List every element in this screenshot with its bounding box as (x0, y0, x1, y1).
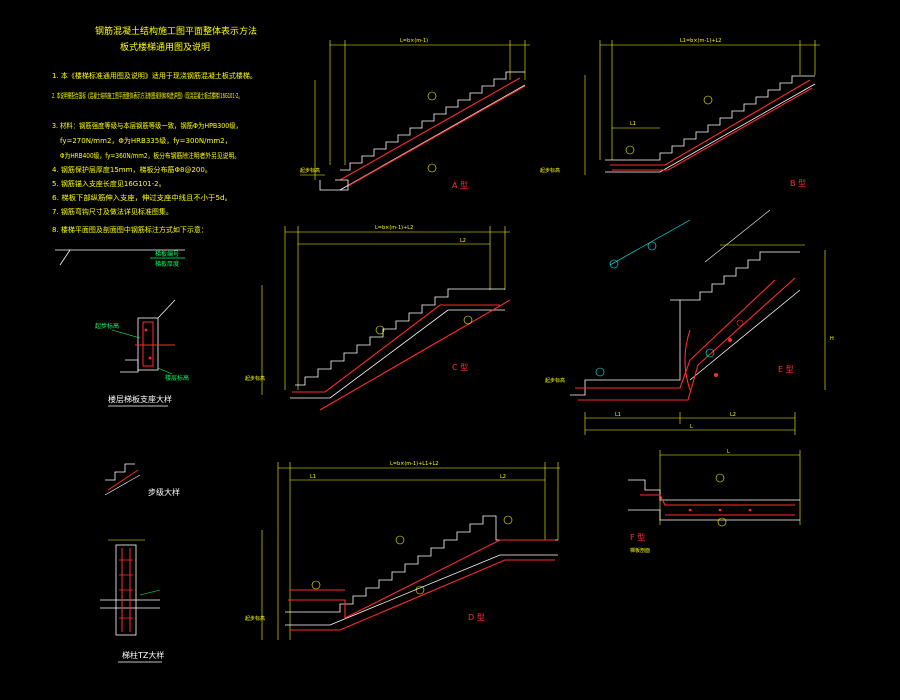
stair-type-a: L=b×(m-1) 起步标高 A 型 (300, 38, 530, 191)
stair-a-start-level: 起步标高 (300, 167, 320, 174)
stair-type-e: H L1 L2 L 起步标高 E 型 (545, 209, 834, 435)
stair-e-dim-l: L (690, 424, 693, 430)
note-line: 6. 梯板下部纵筋伸入支座，伸过支座中线且不小于5d。 (52, 193, 232, 202)
note-line: 1. 本《楼梯标准通用图及说明》适用于现浇钢筋混凝土板式楼梯。 (52, 71, 257, 80)
legend-label: 梯板编号 (155, 250, 179, 258)
note-line: 3. 材料：钢筋强度等级与本层钢筋等级一致，钢筋Φ为HPB300级， (52, 121, 242, 130)
stair-d-dim-l1: L1 (310, 474, 316, 480)
support-detail-caption: 楼层梯板支座大样 (108, 394, 172, 404)
drawing-title-block: 钢筋混凝土结构施工图平面整体表示方法 板式楼梯通用图及说明 (95, 25, 257, 53)
stair-b-label: B 型 (790, 179, 806, 188)
stair-d-dim-l2: L2 (500, 474, 506, 480)
legend-sub: 梯板厚度 (155, 260, 179, 268)
stair-c-label: C 型 (452, 363, 468, 372)
stair-f-top-dim: L (727, 449, 730, 455)
tz-column-detail: 梯柱TZ大样 (100, 539, 164, 663)
stair-type-b: L1=b×(m-1)+L2 L1 起步标高 B 型 (540, 38, 820, 188)
stair-d-label: D 型 (468, 613, 485, 622)
support-detail: 起步标高 楼层标高 楼层梯板支座大样 (95, 299, 189, 407)
stair-f-label: F 型 (630, 533, 645, 542)
stair-b-top-dim: L1=b×(m-1)+L2 (680, 38, 721, 44)
floor-level-label: 楼层标高 (165, 374, 189, 382)
note-line: fy=270N/mm2，Φ为HRB335级，fy=300N/mm2， (60, 136, 232, 145)
stair-c-dim-l2: L2 (460, 238, 466, 244)
stair-e-label: E 型 (778, 365, 794, 374)
stair-e-dim-h: H (830, 336, 834, 342)
stair-e-start-level: 起步标高 (545, 377, 565, 384)
note-line: 2. 本说明需配合国标《混凝土结构施工图平面整体表示方法制图规则和构造详图》(现… (52, 91, 242, 100)
stair-c-start-level: 起步标高 (245, 375, 265, 382)
step-detail: 步级大样 (104, 463, 180, 497)
note-line: 4. 钢筋保护层厚度15mm，梯板分布筋Φ8@200。 (52, 165, 212, 174)
stair-a-top-dim: L=b×(m-1) (400, 38, 428, 44)
stair-b-start-level: 起步标高 (540, 167, 560, 174)
stair-d-top-dim: L=b×(m-1)+L1+L2 (390, 461, 438, 467)
stair-d-start-level: 起步标高 (245, 615, 265, 622)
drawing-title-line2: 板式楼梯通用图及说明 (120, 41, 210, 53)
stair-a-label: A 型 (452, 181, 468, 190)
start-level-label: 起步标高 (95, 322, 119, 330)
general-notes: 1. 本《楼梯标准通用图及说明》适用于现浇钢筋混凝土板式楼梯。 2. 本说明需配… (52, 71, 257, 234)
note-line: 5. 钢筋锚入支座长度见16G101-2。 (52, 179, 166, 188)
note-line: 8. 楼梯平面图及剖面图中钢筋标注方式如下示意： (52, 225, 208, 234)
stair-type-f: L F 型 梯板剖面 (628, 449, 801, 554)
note-line: 7. 钢筋弯钩尺寸及做法详见标准图集。 (52, 207, 173, 216)
stair-c-top-dim: L=b×(m-1)+L2 (375, 225, 413, 231)
stair-e-dim-l2: L2 (730, 412, 736, 418)
tz-detail-caption: 梯柱TZ大样 (122, 650, 164, 660)
drawing-title-line1: 钢筋混凝土结构施工图平面整体表示方法 (95, 25, 257, 37)
stair-type-d: L=b×(m-1)+L1+L2 L1 L2 起步标高 D 型 (245, 461, 560, 640)
stair-type-c: L=b×(m-1)+L2 L2 起步标高 C 型 (245, 225, 511, 411)
note-line: Φ为HRB400级，fy=360N/mm2，板分布钢筋除注明者外另见说明。 (60, 151, 240, 160)
step-detail-caption: 步级大样 (148, 487, 180, 497)
notation-legend: 梯板编号 梯板厚度 (55, 249, 185, 268)
stair-e-dim-l1: L1 (615, 412, 621, 418)
stair-f-section-label: 梯板剖面 (630, 547, 650, 554)
stair-b-dim-l1: L1 (630, 121, 636, 127)
